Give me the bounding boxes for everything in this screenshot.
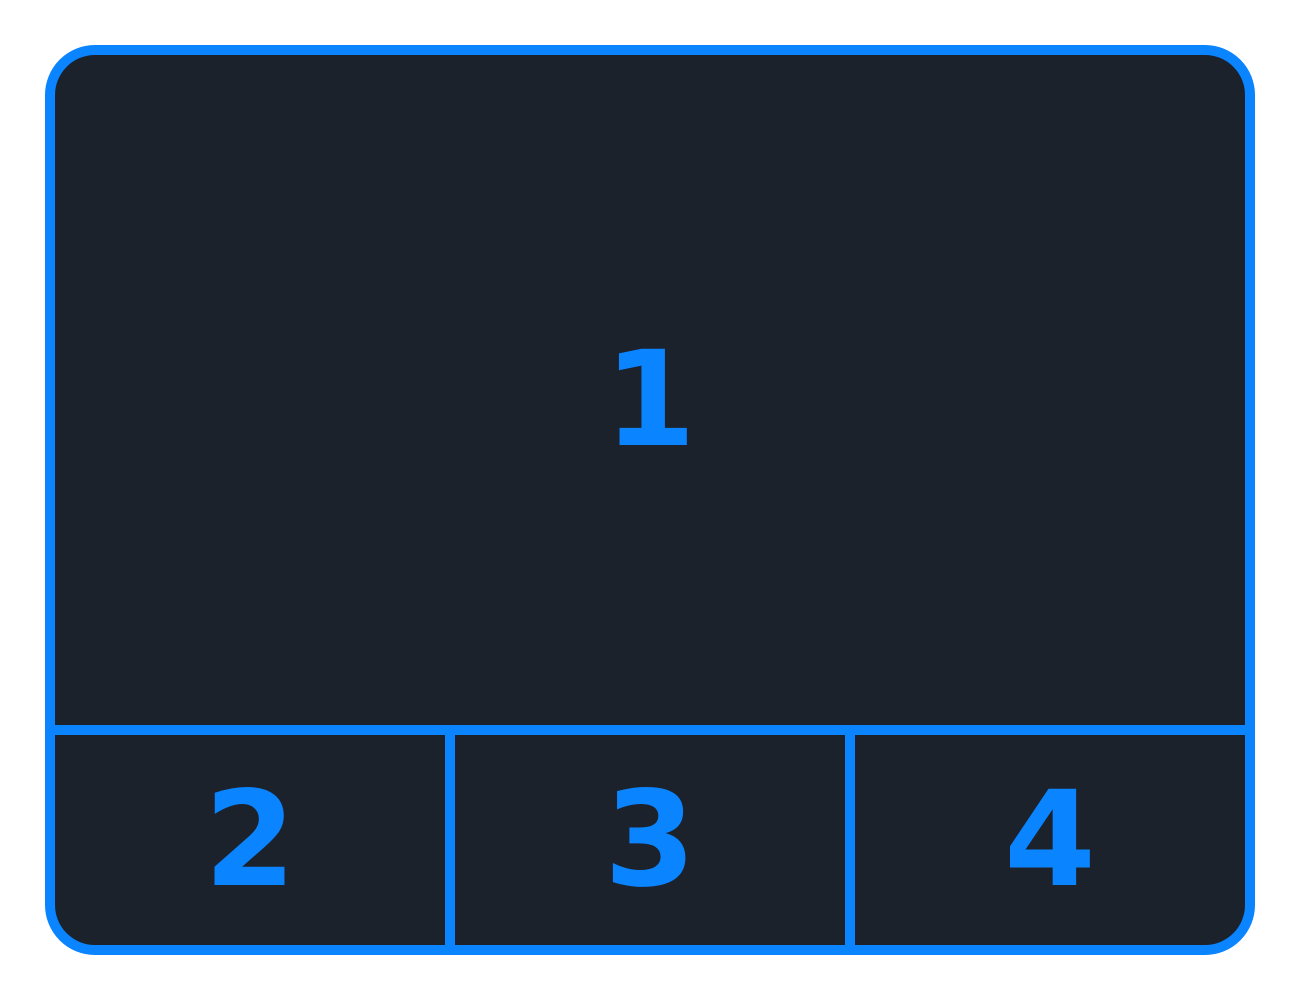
horizontal-divider[interactable] <box>55 725 1245 735</box>
pane-3-label: 3 <box>604 763 696 917</box>
layout-frame: 1 2 3 4 <box>45 45 1255 955</box>
vertical-divider-left[interactable] <box>445 735 455 945</box>
pane-4-label: 4 <box>1004 763 1096 917</box>
pane-2[interactable]: 2 <box>55 735 445 945</box>
pane-1[interactable]: 1 <box>55 55 1245 725</box>
vertical-divider-right[interactable] <box>845 735 855 945</box>
pane-1-label: 1 <box>604 323 696 477</box>
pane-4[interactable]: 4 <box>855 735 1245 945</box>
pane-3[interactable]: 3 <box>455 735 845 945</box>
pane-2-label: 2 <box>204 763 296 917</box>
